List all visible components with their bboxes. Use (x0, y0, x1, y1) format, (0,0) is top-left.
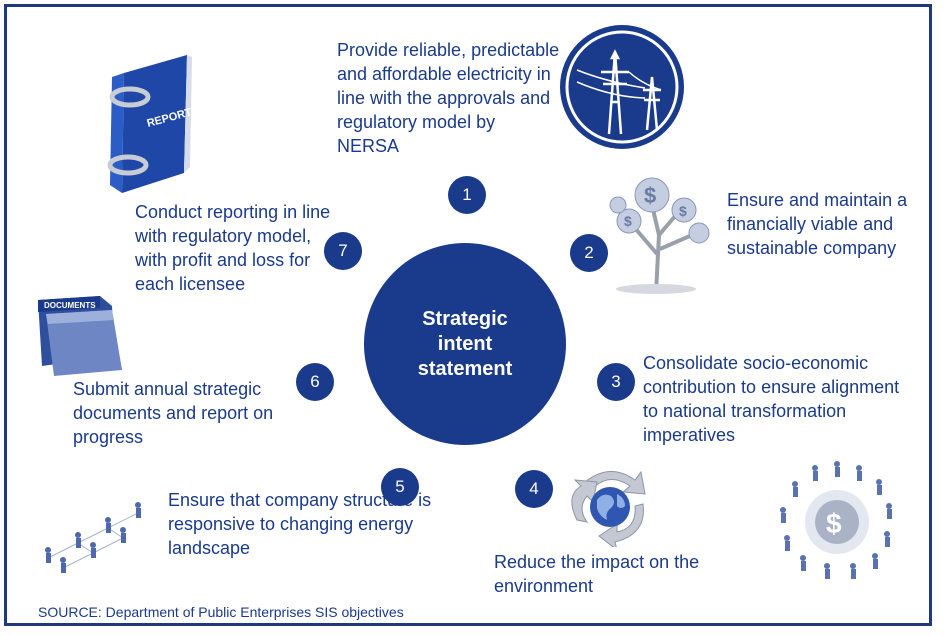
documents-folder-icon: DOCUMENTS (38, 296, 122, 376)
report-binder-icon: REPORT (107, 55, 193, 193)
objective-4-text: Reduce the impact on the environment (494, 552, 700, 596)
money-symbol: $ (679, 203, 687, 219)
documents-folder-label: DOCUMENTS (44, 301, 96, 310)
center-label: Strategic intent statement (417, 307, 513, 380)
objective-5-text: Ensure that company structure is respons… (168, 490, 432, 558)
recycle-globe-icon (571, 470, 646, 547)
objective-5-number: 5 (381, 468, 419, 506)
objective-6-text: Submit annual strategic documents and re… (73, 379, 274, 447)
objective-1-number: 1 (448, 176, 486, 214)
objective-7-text: Conduct reporting in line with regulator… (135, 202, 331, 294)
money-symbol: $ (624, 213, 632, 229)
objective-6-number: 6 (296, 363, 334, 401)
strategic-intent-circle: Strategic intent statement (364, 243, 566, 445)
money-symbol: $ (826, 508, 842, 539)
objective-7-number: 7 (324, 232, 362, 270)
objective-2-number: 2 (570, 234, 608, 272)
objective-4-number: 4 (515, 470, 553, 508)
objective-3-number: 3 (597, 363, 635, 401)
objective-2-text: Ensure and maintain a financially viable… (727, 190, 908, 258)
money-tree-icon: $ $ $ (609, 177, 710, 294)
objective-1-text: Provide reliable, predictable and afford… (337, 40, 560, 156)
source-note: SOURCE: Department of Public Enterprises… (38, 604, 404, 620)
objective-3-text: Consolidate socio-economic contribution … (643, 353, 900, 445)
org-chart-people-icon (45, 502, 141, 573)
money-symbol: $ (644, 183, 656, 208)
people-circle-dollar-icon: $ (780, 461, 892, 579)
power-pylon-icon (560, 25, 684, 149)
